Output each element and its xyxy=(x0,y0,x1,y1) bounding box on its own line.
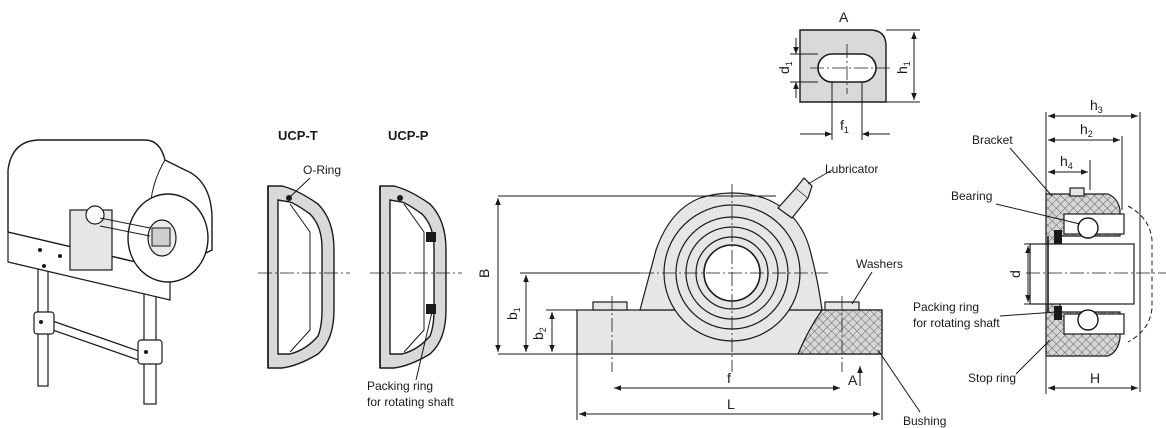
bearing-ball-lower xyxy=(1077,309,1099,331)
dim-f-text: f xyxy=(727,370,731,386)
bearing-ball-upper xyxy=(1077,217,1099,239)
packing-ring-label-p-line1: Packing ring xyxy=(367,379,433,393)
dim-f1-text: f1 xyxy=(840,117,849,135)
conveyor-cross-bar xyxy=(43,317,151,365)
dim-h1-text: h1 xyxy=(894,61,912,74)
ucp-p-cover-section: UCP-P Packing ring for rotating shaft xyxy=(367,128,462,409)
o-ring-leader xyxy=(290,177,311,197)
dim-h2-text: h2 xyxy=(1080,121,1093,139)
ucp-p-title: UCP-P xyxy=(388,128,429,143)
bearing-leader xyxy=(995,203,1081,225)
washers-leader xyxy=(851,271,873,305)
section-A-text: A xyxy=(848,372,858,388)
ucp-t-title: UCP-T xyxy=(278,128,318,143)
packing-ring-leader-side xyxy=(999,311,1057,317)
ucp-t-cover-section: UCP-T O-Ring xyxy=(258,128,350,369)
bushing-section xyxy=(797,309,883,355)
ucp-p-cover-shell xyxy=(379,185,447,369)
dim-b1-text: b1 xyxy=(504,307,522,320)
packing-ring-leader-p xyxy=(415,311,433,381)
ucp-t-cover-shell xyxy=(267,185,335,369)
bushing-leader xyxy=(877,349,921,413)
stop-ring-leader xyxy=(1015,339,1051,375)
dim-b2-text: b2 xyxy=(530,327,548,340)
dim-H-text: H xyxy=(1090,370,1100,386)
dim-L-text: L xyxy=(727,396,735,412)
pillow-block-front-view: Lubricator Washers Bushing B b1 b2 f L xyxy=(476,162,946,428)
packing-ring-lower-side xyxy=(1054,306,1062,320)
dim-d1-text: d1 xyxy=(776,61,794,74)
bracket-leader xyxy=(1009,147,1053,197)
detail-A-slot-view: A d1 h1 f1 xyxy=(776,9,920,140)
bracket-label: Bracket xyxy=(972,133,1013,147)
dim-B-text: B xyxy=(476,269,492,278)
dim-d-text: d xyxy=(1007,270,1023,278)
side-section-view: Bracket Bearing Packing ring for rotatin… xyxy=(913,97,1166,394)
bearing-label: Bearing xyxy=(951,189,992,203)
conveyor-illustration xyxy=(7,139,213,405)
clamp-left xyxy=(33,311,55,335)
washers-label: Washers xyxy=(856,257,903,271)
dim-h3-text: h3 xyxy=(1090,97,1103,115)
o-ring-label: O-Ring xyxy=(303,163,341,177)
packing-ring-label-side-line2: for rotating shaft xyxy=(913,316,1000,330)
o-ring-mark xyxy=(286,195,292,201)
packing-ring-label-p-line2: for rotating shaft xyxy=(367,395,454,409)
lubricator-leader xyxy=(807,169,833,185)
stop-ring-label: Stop ring xyxy=(968,371,1016,385)
detail-A-title: A xyxy=(839,9,849,25)
dim-h4-text: h4 xyxy=(1060,153,1073,171)
lubricator-label: Lubricator xyxy=(825,162,878,176)
bushing-label: Bushing xyxy=(903,414,946,428)
clamp-right xyxy=(137,339,163,365)
packing-ring-upper xyxy=(426,232,436,242)
washer-left xyxy=(592,301,628,311)
packing-ring-upper-side xyxy=(1054,230,1062,244)
packing-ring-label-side-line1: Packing ring xyxy=(913,300,979,314)
packing-ring-lower xyxy=(426,304,436,314)
